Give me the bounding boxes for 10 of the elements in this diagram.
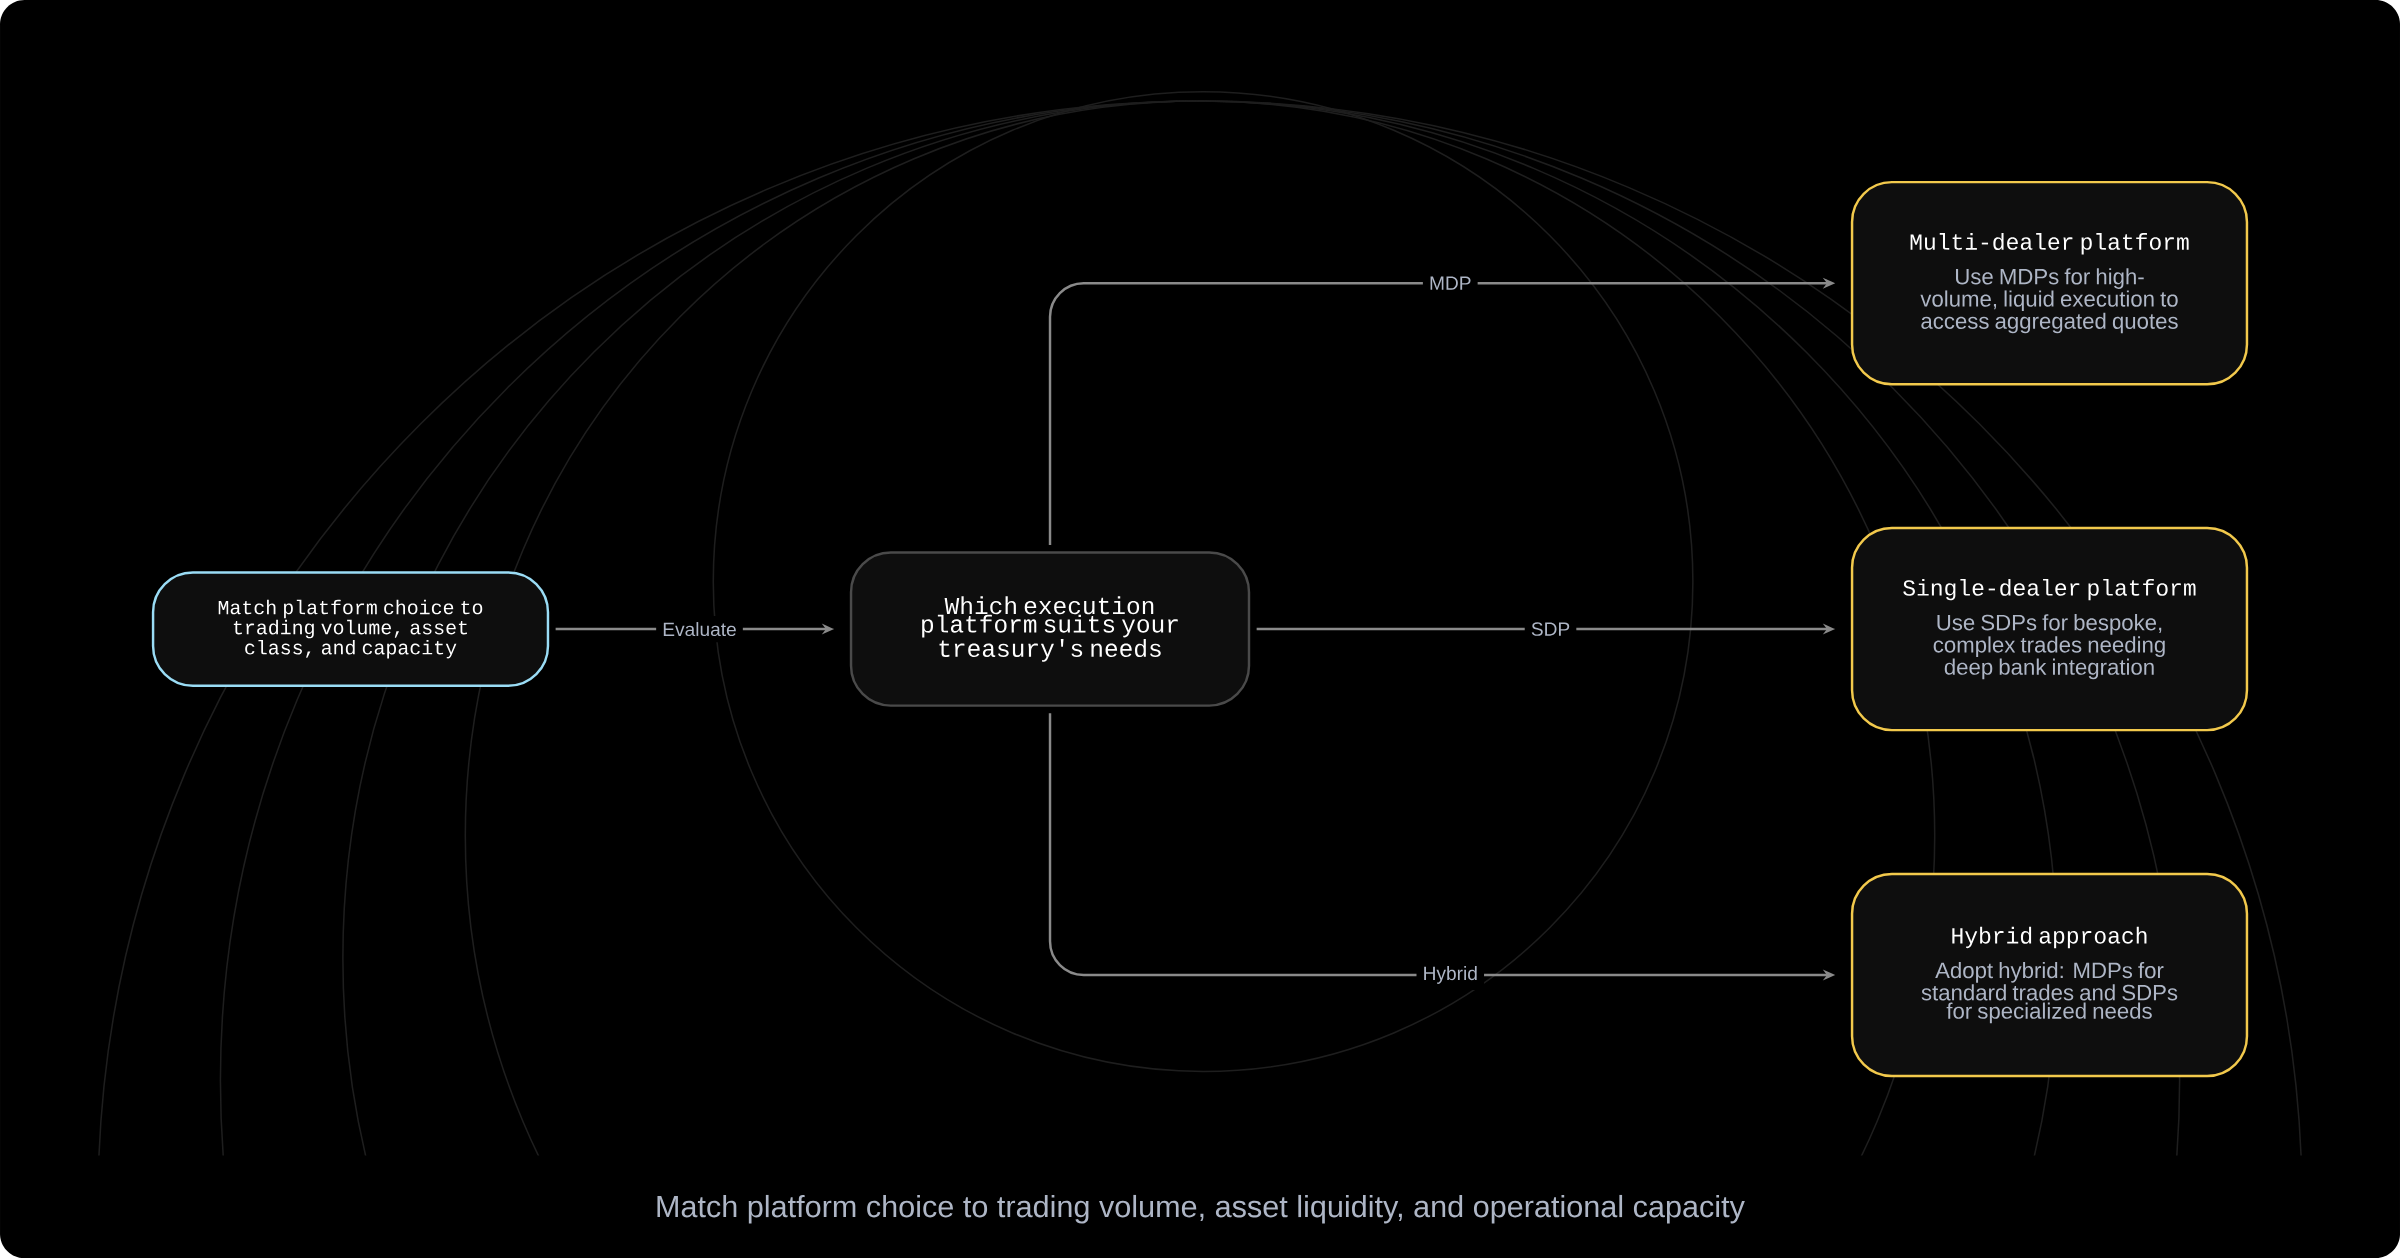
caption: Match platform choice to trading volume, asset liquidity, and operational capacity: [657, 1194, 1745, 1224]
option-box: Hybrid approach Adopt hybrid: MDPs for standard trades and SDPs for specialized needs: [1850, 872, 2249, 1078]
edge-label: Hybrid: [1416, 959, 1485, 990]
question-box: Which execution platform suits your treasury's needs: [849, 551, 1251, 707]
edge-label: Evaluate: [656, 615, 743, 643]
option-box: Multi-dealer platform Use MDPs for high-volume, liquid execution to access aggregated quotes: [1850, 180, 2249, 386]
option-box: Single-dealer platform Use SDPs for bespoke, complex trades needing deep bank integration: [1850, 526, 2249, 732]
start-box: Match platform choice to trading volume, asset class, and capacity: [151, 571, 550, 687]
edge-label: MDP: [1422, 270, 1478, 296]
edge-label: SDP: [1524, 616, 1577, 642]
